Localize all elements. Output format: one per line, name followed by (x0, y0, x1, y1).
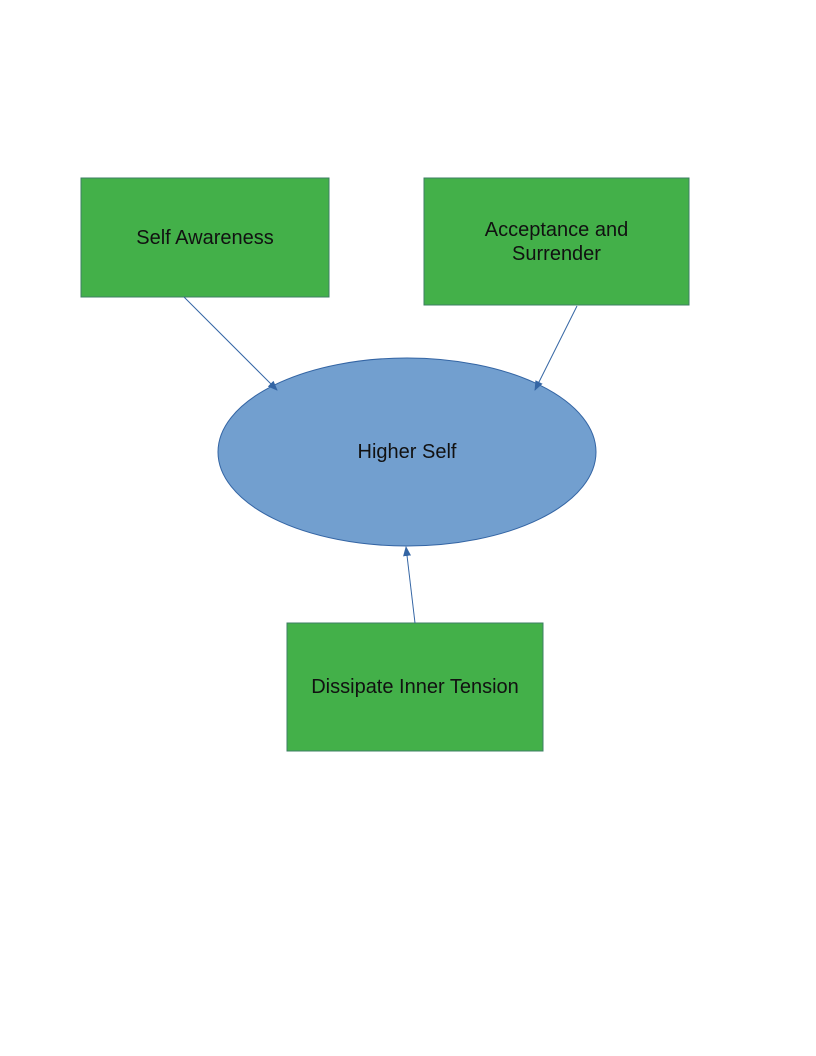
arrow-dissipate-to-higher-self (403, 546, 416, 624)
arrow-self-awareness-to-higher-self (183, 296, 278, 391)
higher-self-label: Higher Self (357, 441, 457, 463)
dissipate-label: Dissipate Inner Tension (311, 676, 519, 698)
acceptance-box (423, 177, 690, 306)
self-awareness-box (80, 177, 330, 298)
self-awareness-label: Self Awareness (136, 226, 274, 249)
acceptance-label: Acceptance and Surrender (484, 218, 629, 265)
higher-self-ellipse (217, 357, 597, 547)
dissipate-box (286, 622, 544, 752)
arrow-acceptance-to-higher-self (534, 305, 578, 391)
